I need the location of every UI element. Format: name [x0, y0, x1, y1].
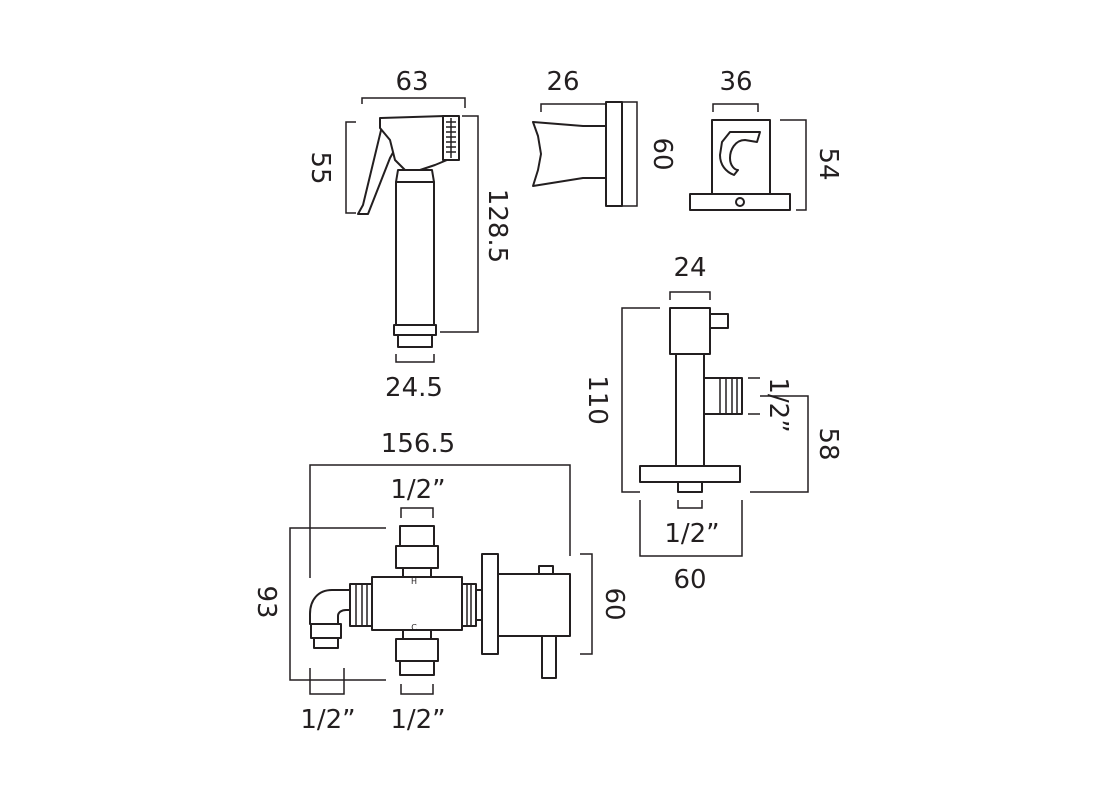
mixer-length-label: 156.5 — [381, 429, 455, 459]
mixer-elbow-nut — [310, 623, 342, 639]
valve-flange — [639, 465, 741, 483]
mixer-elbow-tail — [313, 637, 339, 649]
valve-spindle — [709, 313, 729, 329]
mixer-top-label: 1/2” — [390, 475, 445, 505]
valve-body — [675, 353, 705, 467]
mixer-lever — [541, 635, 557, 679]
holder-front-width-label: 36 — [719, 67, 752, 97]
holder-cradle — [532, 121, 607, 187]
handset-collar — [393, 324, 437, 336]
mixer-wall-flange — [481, 553, 499, 655]
valve-outlet — [703, 377, 743, 415]
holder-front-height-label: 54 — [813, 147, 843, 180]
valve-outlet-height-label: 58 — [813, 427, 843, 460]
mixer-handle-knob — [538, 565, 554, 575]
valve-outlet-thread — [719, 378, 738, 414]
handset-handle — [395, 181, 435, 326]
mixer-top-nut — [395, 545, 439, 569]
mixer-right-thread — [466, 584, 472, 626]
valve-inlet-label: 1/2” — [664, 519, 719, 549]
nozzle-knurl — [446, 118, 456, 158]
handset-neck — [395, 169, 435, 183]
mixer-elbow — [309, 589, 351, 625]
valve-cap — [669, 307, 711, 355]
valve-outlet-label: 1/2” — [763, 377, 793, 432]
mixer-right-nut — [461, 583, 477, 627]
mixer-height-label: 93 — [251, 585, 281, 618]
handset-length-label: 128.5 — [482, 189, 512, 263]
handset-connector — [397, 334, 433, 348]
angle-valve-view: 24 110 1/2” 58 1/2” 60 — [582, 253, 843, 595]
mixer-bottom-collar — [402, 629, 432, 640]
handset-head — [379, 115, 448, 171]
mixer-bottom-cap — [399, 660, 435, 676]
mixer-hot-mark: H — [411, 577, 417, 586]
handset-view: 63 55 128.5 24.5 — [305, 67, 512, 403]
handset-width-label: 63 — [395, 67, 428, 97]
mixer-flange-label: 60 — [599, 587, 629, 620]
mixer-inlet-left-label: 1/2” — [300, 705, 355, 735]
valve-width-label: 24 — [673, 253, 706, 283]
handset-height-label: 55 — [305, 151, 335, 184]
holder-depth-label: 26 — [546, 67, 579, 97]
mixer-inlet-bottom-label: 1/2” — [390, 705, 445, 735]
valve-flange-label: 60 — [673, 565, 706, 595]
mixer-top-cap — [399, 525, 435, 547]
holder-side-view: 26 60 — [532, 67, 677, 207]
valve-inlet — [677, 481, 703, 493]
holder-screw — [735, 197, 745, 207]
holder-front-view: 36 54 — [689, 67, 843, 211]
mixer-left-thread — [355, 584, 368, 626]
mixer-bottom-nut — [395, 638, 439, 662]
mixer-handle-body — [497, 573, 571, 637]
valve-height-label: 110 — [582, 375, 612, 425]
mixer-cold-mark: C — [411, 623, 417, 632]
holder-side-height-label: 60 — [647, 137, 677, 170]
mixer-top-collar — [402, 567, 432, 578]
mixer-view: H C 156.5 1/2” 93 60 1/2 — [251, 429, 629, 735]
mixer-left-nut — [349, 583, 373, 627]
holder-side-plate — [605, 101, 623, 207]
handset-base-label: 24.5 — [385, 373, 443, 403]
holder-front-slot — [719, 131, 761, 176]
